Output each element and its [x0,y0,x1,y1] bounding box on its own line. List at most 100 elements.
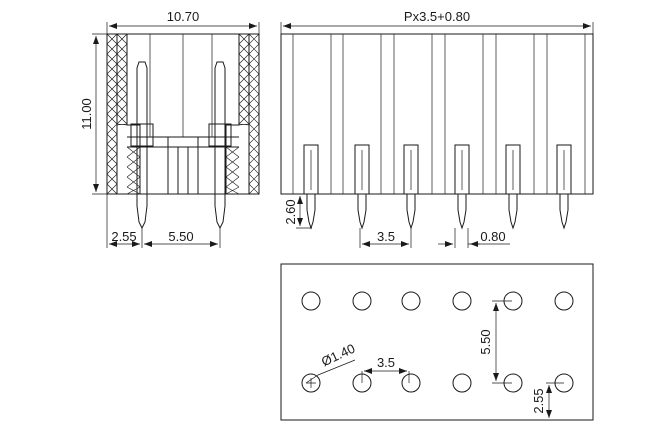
hatch-line [238,43,250,55]
front-view-pin [403,144,419,230]
pcb-row-pitch-label: 5.50 [478,329,493,354]
hatch-line [116,73,128,85]
hatch-line [248,163,260,175]
pin-extension-lines [106,194,221,248]
hatch-line [238,83,250,95]
side-view-pin-right [208,61,232,230]
hatch-line [225,146,240,158]
hole-diameter-label: Ø1.40 [319,341,357,370]
hatch-line [116,53,128,65]
hatch-line [238,63,250,75]
side-view-inner-walls [116,34,250,194]
hatch-line [106,63,118,75]
offset-label: 2.55 [111,229,136,244]
hatch-line [126,146,141,158]
hatch-line [106,183,118,195]
hatch-line [238,123,250,126]
front-view-pin-tail [357,194,367,230]
pcb-row-pitch-extension-lines [492,300,512,384]
front-view-pin [454,144,470,230]
front-view-pin [505,144,521,230]
hatch-line [106,113,118,125]
hatch-line [106,103,118,115]
row-pitch-label: 5.50 [168,229,193,244]
front-view-pin-tail [406,194,416,230]
side-view-cavity [126,34,240,194]
hole-diameter-leader [305,359,356,384]
hatch-line [106,173,118,185]
side-view-center-rib [167,137,199,194]
hatch-line [116,33,128,45]
front-view-pins [303,144,572,230]
side-view-hatching [106,33,260,195]
hatch-line [116,43,128,55]
front-view-body-outline [280,33,594,195]
hatch-line [116,123,128,126]
hatch-line [248,33,260,45]
hatch-line [238,73,250,85]
hatch-line [248,73,260,85]
pcb-layout-outline [280,263,594,421]
pcb-hole [401,291,421,311]
front-view-pin [354,144,370,230]
height-extension-lines [92,33,107,195]
pcb-hole [401,373,421,393]
hatch-line [248,103,260,115]
hatch-line [248,83,260,95]
hatch-line [248,183,260,195]
hatch-line [106,73,118,85]
hatch-line [248,113,260,125]
hatch-line [238,113,250,125]
hatch-line [225,186,240,195]
hatch-line [238,93,250,105]
hatch-line [238,33,250,45]
hatch-line [106,43,118,55]
hatch-line [106,123,118,135]
hatch-line [248,143,260,155]
hatch-line [248,153,260,165]
pcb-offset-label: 2.55 [531,388,546,413]
hatch-line [225,156,240,168]
hatch-line [106,53,118,65]
pcb-pitch-extension-lines [361,371,410,383]
hatch-line [126,166,141,178]
hatch-line [248,63,260,75]
hatch-line [248,173,260,185]
front-view: Px3.5+0.80 2.60 3.5 0.80 [280,9,594,248]
side-view: 10.70 11.00 2.55 5.50 [79,9,260,248]
width-label: 10.70 [167,9,200,24]
hatch-line [106,83,118,95]
front-view-pin-tail [457,194,467,230]
hatch-line [126,176,141,188]
hatch-line [106,93,118,105]
pitch-label: 3.5 [377,229,395,244]
hatch-line [248,133,260,145]
front-view-pin-tail [306,194,316,230]
hatch-line [248,53,260,65]
hatch-line [106,33,118,45]
side-view-pin-left [130,61,154,230]
hatch-line [238,103,250,115]
front-view-pin [556,144,572,230]
width-extension-lines [106,22,260,34]
hatch-line [126,186,141,195]
front-view-pin-tail [508,194,518,230]
front-view-pin-tail [559,194,569,230]
pcb-pitch-label: 3.5 [377,355,395,370]
height-label: 11.00 [79,98,94,130]
hatch-line [126,156,141,168]
pitch-extension-lines [359,228,412,248]
hatch-line [248,43,260,55]
pin-length-extension-lines [281,193,312,229]
hatch-line [248,123,260,135]
pcb-holes [301,291,574,393]
hatch-line [106,133,118,145]
front-view-pin-housing [505,144,521,195]
hatch-line [238,53,250,65]
end-extension-lines [454,228,469,248]
pcb-hole [352,291,372,311]
length-label: Px3.5+0.80 [404,9,470,24]
side-view-contact-lines [149,34,213,137]
hatch-line [116,93,128,105]
